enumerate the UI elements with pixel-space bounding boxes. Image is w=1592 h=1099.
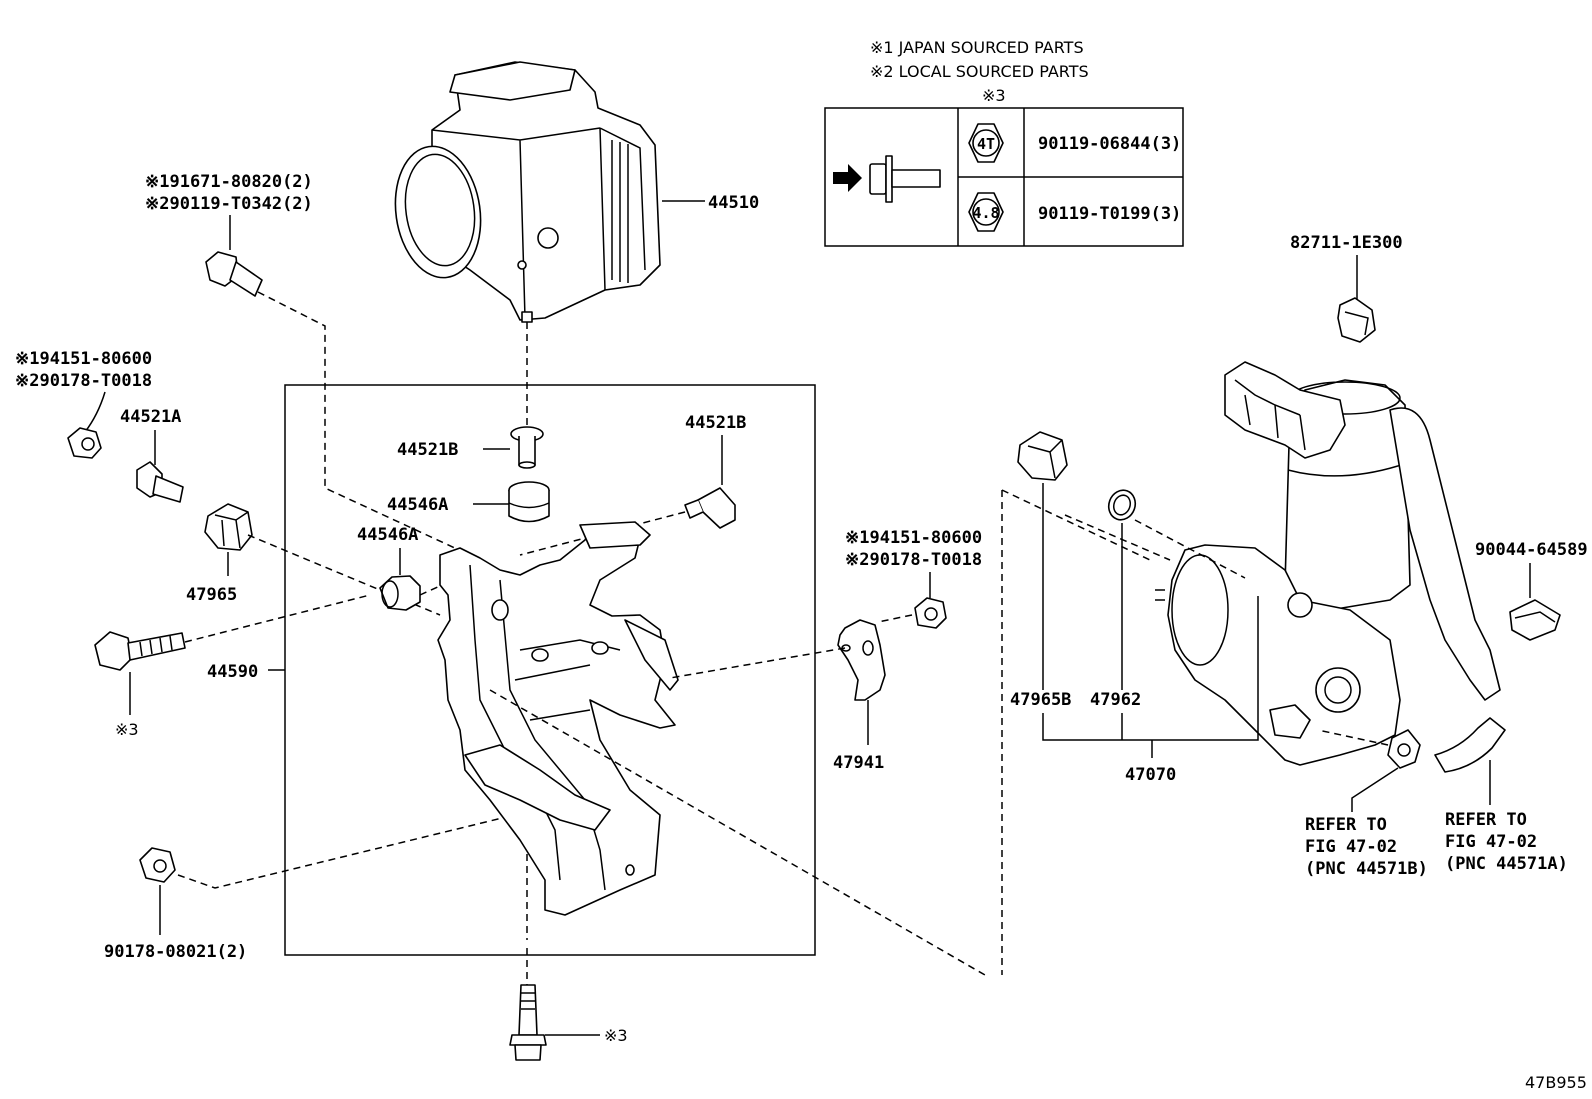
label-44546a-top: 44546A <box>387 495 448 515</box>
label-bolt-japan: ※191671-80820(2) <box>145 172 313 192</box>
label-90178-08021: 90178-08021(2) <box>104 942 247 962</box>
label-nut-local-right: ※290178-T0018 <box>845 550 982 570</box>
grade-4t-icon: 4T <box>968 123 1004 163</box>
cushion-47965-part <box>204 503 253 551</box>
figure-code: 47B955 <box>1525 1073 1587 1092</box>
label-nut-japan-right: ※194151-80600 <box>845 528 982 548</box>
label-47962: 47962 <box>1090 690 1141 710</box>
legend-ref3-note: ※3 <box>982 86 1006 105</box>
label-90044-64589: 90044-64589 <box>1475 540 1588 560</box>
nut-part-left <box>67 427 102 459</box>
label-47965b: 47965B <box>1010 690 1071 710</box>
label-44521b-center: 44521B <box>397 440 458 460</box>
label-44546a-mid: 44546A <box>357 525 418 545</box>
grade-48-label: 4.8 <box>972 204 999 222</box>
label-refer-b-1: REFER TO <box>1305 815 1387 835</box>
cushion-44546a-mid-part <box>379 575 421 611</box>
actuator-assembly <box>394 61 661 323</box>
label-82711-1e300: 82711-1E300 <box>1290 233 1403 253</box>
label-ref3-bottom: ※3 <box>604 1026 628 1045</box>
flange-bolt-icon <box>869 155 941 203</box>
pump-motor-part <box>1155 361 1501 766</box>
label-44521b-right: 44521B <box>685 413 746 433</box>
grade-48-icon: 4.8 <box>968 192 1004 232</box>
grade-4t-label: 4T <box>977 135 995 153</box>
arrow-icon <box>833 164 862 192</box>
cushion-47965b-part <box>1017 431 1068 481</box>
fitting-b-part <box>1387 729 1421 769</box>
legend-part-4t: 90119-06844(3) <box>1038 134 1181 154</box>
long-bolt-part <box>94 631 186 671</box>
nut-part-right <box>914 597 947 629</box>
legend: ※1 JAPAN SOURCED PARTS ※2 LOCAL SOURCED … <box>824 38 1184 247</box>
legend-japan-note: ※1 JAPAN SOURCED PARTS <box>870 38 1084 57</box>
label-bolt-local: ※290119-T0342(2) <box>145 194 313 214</box>
label-44521a: 44521A <box>120 407 181 427</box>
label-ref3-left: ※3 <box>115 720 139 739</box>
label-refer-a-2: FIG 47-02 <box>1445 832 1537 852</box>
label-44590: 44590 <box>207 662 258 682</box>
legend-part-48: 90119-T0199(3) <box>1038 204 1181 224</box>
label-refer-a-1: REFER TO <box>1445 810 1527 830</box>
label-refer-b-3: (PNC 44571B) <box>1305 859 1428 879</box>
flange-bolt-part <box>205 251 263 297</box>
cushion-44546a-top-part <box>508 481 550 523</box>
collar-44521a-part <box>136 461 184 503</box>
label-44510: 44510 <box>708 193 759 213</box>
bracket-44590-part <box>437 521 679 916</box>
bottom-bolt-part <box>509 984 547 1061</box>
collar-44521b-center-part <box>510 426 544 469</box>
legend-local-note: ※2 LOCAL SOURCED PARTS <box>870 62 1089 81</box>
label-47965: 47965 <box>186 585 237 605</box>
oring-47962-part <box>1107 489 1137 521</box>
bracket-47941-part <box>837 619 886 701</box>
label-47941: 47941 <box>833 753 884 773</box>
nut-bottom-part <box>139 847 176 883</box>
label-47070: 47070 <box>1125 765 1176 785</box>
label-nut-japan-left: ※194151-80600 <box>15 349 152 369</box>
clip-82711-part <box>1337 297 1376 343</box>
clamp-90044-part <box>1509 599 1561 641</box>
label-nut-local-left: ※290178-T0018 <box>15 371 152 391</box>
pipe-a-part <box>1434 717 1506 773</box>
label-refer-a-3: (PNC 44571A) <box>1445 854 1568 874</box>
collar-44521b-right-part <box>684 487 736 529</box>
label-refer-b-2: FIG 47-02 <box>1305 837 1397 857</box>
